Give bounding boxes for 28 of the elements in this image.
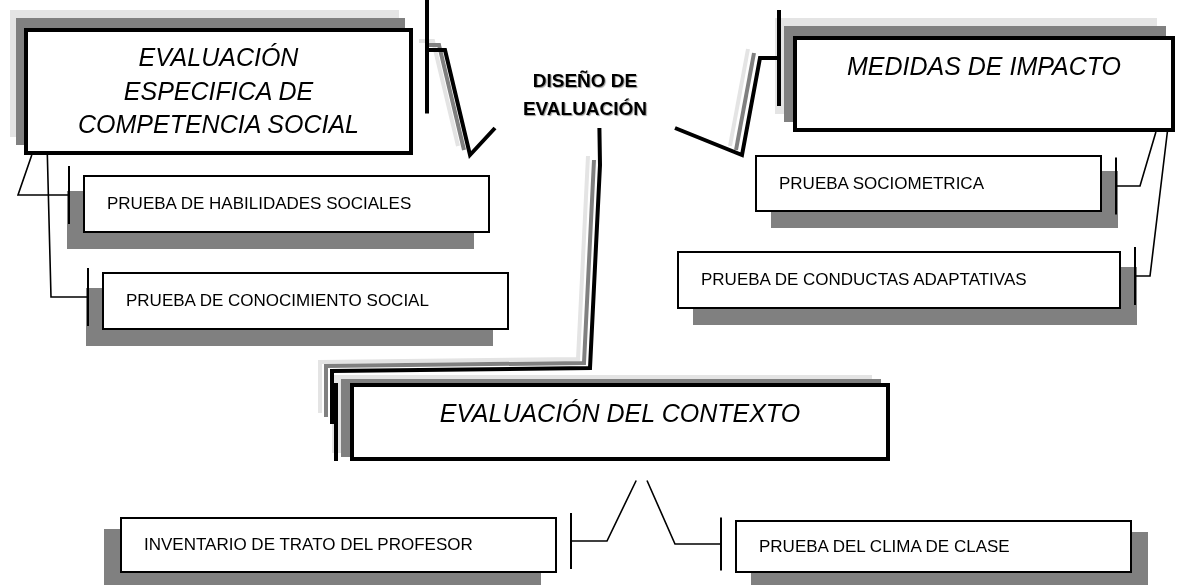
title-text: DISEÑO DE EVALUACIÓN: [521, 68, 649, 121]
connector: [16, 154, 70, 224]
box-label: PRUEBA DE CONDUCTAS ADAPTATIVAS: [701, 270, 1027, 290]
box-label: PRUEBA DE HABILIDADES SOCIALES: [107, 194, 412, 214]
test-box: [83, 175, 490, 233]
test-box: [735, 520, 1132, 573]
test-box: [755, 155, 1102, 212]
test-box: [677, 251, 1121, 309]
box-label: PRUEBA DE CONOCIMIENTO SOCIAL: [126, 291, 429, 311]
connector: [425, 0, 497, 160]
connector: [330, 127, 602, 461]
category-box: [793, 36, 1175, 132]
test-box: [120, 517, 557, 573]
category-box: [350, 383, 890, 461]
category-box: [24, 28, 413, 155]
box-label: INVENTARIO DE TRATO DEL PROFESOR: [144, 535, 473, 555]
box-label: EVALUACIÓN ESPECIFICA DE COMPETENCIA SOCIAL: [76, 41, 361, 141]
test-box: [102, 272, 509, 330]
box-label: PRUEBA DEL CLIMA DE CLASE: [759, 536, 1010, 557]
box-label: EVALUACIÓN DEL CONTEXTO: [438, 398, 802, 429]
connector: [1134, 131, 1169, 305]
connector: [674, 10, 781, 158]
connector: [570, 479, 637, 569]
connector: [646, 479, 722, 571]
box-label: MEDIDAS DE IMPACTO: [845, 51, 1123, 82]
box-label: PRUEBA SOCIOMETRICA: [779, 173, 984, 194]
connector: [1115, 131, 1157, 215]
connector: [46, 154, 89, 326]
